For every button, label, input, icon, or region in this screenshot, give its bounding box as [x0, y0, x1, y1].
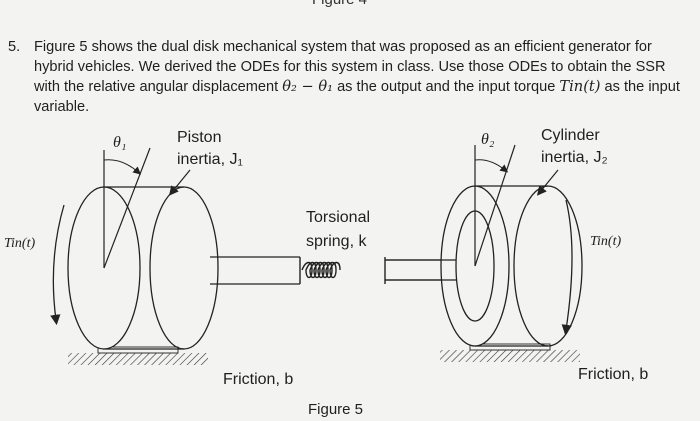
theta2-arc — [474, 159, 509, 173]
ground-left — [68, 353, 208, 365]
cylinder-label-line1: Cylinder — [541, 127, 600, 144]
input-expression: Tin(t) — [559, 78, 601, 95]
torsional-spring — [299, 257, 386, 284]
problem-text-2: as the output and the input torque — [333, 79, 560, 95]
problem-text-1: Figure 5 shows the dual disk mechanical … — [34, 39, 666, 95]
cylinder-pointer — [536, 169, 559, 196]
figure-caption: Figure 5 — [308, 401, 364, 418]
cylinder-label-line2: inertia, J₂ — [541, 149, 608, 166]
piston-disk — [67, 186, 219, 350]
problem-statement: 5. Figure 5 shows the dual disk mechanic… — [8, 37, 688, 117]
problem-number: 5. — [8, 39, 21, 55]
friction-label-right: Friction, b — [578, 366, 649, 383]
spring-label-line1: Torsional — [306, 209, 371, 226]
cylinder-disk — [385, 185, 583, 347]
problem-text-3: as the input variable. — [34, 79, 680, 115]
piston-label-line1: Piston — [177, 129, 222, 146]
friction-pad-right — [469, 343, 551, 351]
friction-pad-left — [97, 346, 179, 354]
ground-right — [440, 350, 580, 362]
torque-label-left: Tin(t) — [4, 236, 36, 251]
theta2-radial — [474, 144, 516, 267]
theta1-radial — [103, 147, 151, 269]
piston-pointer — [168, 169, 191, 196]
torque-arrow-right — [561, 199, 573, 336]
torque-label-right: Tin(t) — [590, 234, 622, 249]
theta2-label: θ₂ — [481, 131, 495, 148]
spring-label-line2: spring, k — [306, 233, 367, 250]
figure-4-fragment: Figure 4 — [312, 0, 367, 8]
theta1-label: θ₁ — [113, 134, 127, 151]
piston-label-line2: inertia, J₁ — [177, 151, 243, 168]
torque-arrow-left — [50, 204, 65, 326]
friction-label-left: Friction, b — [223, 371, 294, 388]
output-expression: θ₂ − θ₁ — [282, 78, 334, 95]
theta1-arc — [103, 159, 142, 175]
